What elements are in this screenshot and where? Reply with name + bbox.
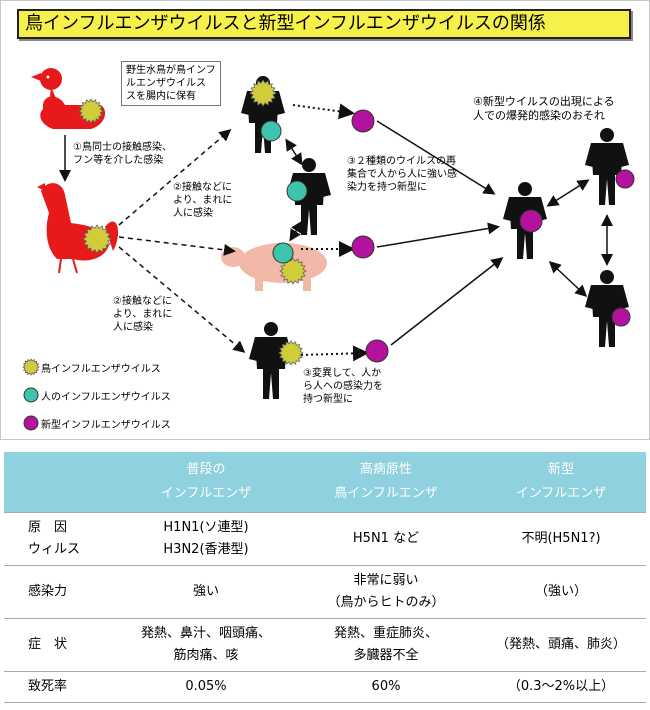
table-cell: 発熱、鼻汁、咽頭痛、 筋肉痛、咳 xyxy=(116,618,296,672)
row-header: 原 因 ウィルス xyxy=(4,512,116,566)
bird-virus-icon xyxy=(82,224,112,254)
new-virus-icon xyxy=(23,415,39,431)
bird-virus-icon xyxy=(279,257,307,285)
step3-upper-label: ③２種類のウイルスの再 集合で人から人に強い感 染力を持つ新型に xyxy=(347,156,457,193)
step2-upper-label: ②接触などに より、まれに 人に感染 xyxy=(173,182,233,219)
table-cell: （強い） xyxy=(476,565,646,619)
circle-virus-icon xyxy=(21,387,41,403)
step1-label: ①鳥同士の接触感染、 フン等を介した感染 xyxy=(73,142,172,166)
infographic-diagram: 鳥インフルエンザウイルスと新型インフルエンザウイルスの関係 xyxy=(0,0,650,440)
bird-virus-icon xyxy=(22,358,40,376)
table-cell: （発熱、頭痛、肺炎） xyxy=(476,618,646,672)
table-header-cell: 普段の インフルエンザ xyxy=(116,452,296,513)
table-cell: H5N1 など xyxy=(296,512,476,566)
table-cell: 60% xyxy=(296,671,476,703)
legend-label: 人のインフルエンザウイルス xyxy=(41,391,171,403)
legend-item-new-virus: 新型インフルエンザウイルス xyxy=(21,415,171,431)
bird-virus-icon xyxy=(278,340,304,366)
table-header-cell: 新型 インフルエンザ xyxy=(476,452,646,513)
diagram-art xyxy=(22,68,635,431)
human-virus-icon xyxy=(272,242,294,264)
table-cell: （0.3～2%以上） xyxy=(476,671,646,703)
new-virus-icon xyxy=(611,307,631,327)
new-virus-icon xyxy=(351,109,375,133)
step2-lower-label: ②接触などに より、まれに 人に感染 xyxy=(113,296,173,333)
table-cell: 不明(H5N1?) xyxy=(476,512,646,566)
legend-label: 鳥インフルエンザウイルス xyxy=(41,363,161,375)
step4-label: ④新型ウイルスの出現による 人での爆発的感染のおそれ xyxy=(473,95,615,122)
legend-item-bird-virus: 鳥インフルエンザウイルス xyxy=(21,359,161,375)
wild-bird-note: 野生水鳥が鳥インフ ルエンザウイルス スを腸内に保有 xyxy=(121,61,221,106)
human-virus-icon xyxy=(286,180,308,202)
legend-label: 新型インフルエンザウイルス xyxy=(41,419,171,431)
row-header: 感染力 xyxy=(4,565,116,619)
bird-virus-icon xyxy=(249,79,277,107)
page-title: 鳥インフルエンザウイルスと新型インフルエンザウイルスの関係 xyxy=(17,9,631,39)
spiky-virus-icon xyxy=(21,359,41,375)
table-cell: 発熱、重症肺炎、 多臓器不全 xyxy=(296,618,476,672)
table-row: 原 因 ウィルス H1N1(ソ連型) H3N2(香港型) H5N1 など 不明(… xyxy=(4,512,646,566)
human-virus-icon xyxy=(23,387,39,403)
table-header-row: 普段の インフルエンザ 高病原性 鳥インフルエンザ 新型 インフルエンザ xyxy=(4,452,646,513)
bird-virus-icon xyxy=(78,98,104,124)
new-virus-icon xyxy=(351,235,375,259)
table-row: 症 状 発熱、鼻汁、咽頭痛、 筋肉痛、咳 発熱、重症肺炎、 多臓器不全 （発熱、… xyxy=(4,618,646,672)
table-header-cell: 高病原性 鳥インフルエンザ xyxy=(296,452,476,513)
human-icon xyxy=(585,128,629,205)
circle-virus-icon xyxy=(21,415,41,431)
new-virus-icon xyxy=(615,169,635,189)
comparison-table: 普段の インフルエンザ 高病原性 鳥インフルエンザ 新型 インフルエンザ 原 因… xyxy=(4,452,646,703)
step3-lower-label: ③変異して、人か ら人への感染力を 持つ新型に xyxy=(303,368,383,405)
table-header-cell xyxy=(4,452,116,513)
table-cell: 0.05% xyxy=(116,671,296,703)
human-virus-icon xyxy=(260,120,282,142)
new-virus-icon xyxy=(519,209,543,233)
row-header: 症 状 xyxy=(4,618,116,672)
table-row: 致死率 0.05% 60% （0.3～2%以上） xyxy=(4,671,646,703)
table-cell: H1N1(ソ連型) H3N2(香港型) xyxy=(116,512,296,566)
rooster-icon xyxy=(37,183,119,274)
table-row: 感染力 強い 非常に弱い （鳥からヒトのみ） （強い） xyxy=(4,565,646,619)
legend-item-human-virus: 人のインフルエンザウイルス xyxy=(21,387,171,403)
table-cell: 強い xyxy=(116,565,296,619)
row-header: 致死率 xyxy=(4,671,116,703)
table-cell: 非常に弱い （鳥からヒトのみ） xyxy=(296,565,476,619)
new-virus-icon xyxy=(365,339,389,363)
